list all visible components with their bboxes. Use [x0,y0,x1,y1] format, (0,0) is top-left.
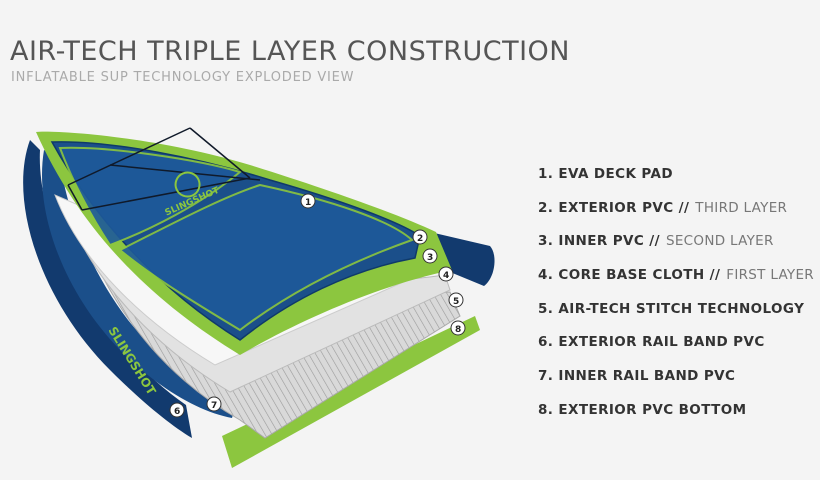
legend-label: 2. EXTERIOR PVC // [538,199,690,216]
legend-sublabel: THIRD LAYER [695,199,788,216]
callout-8: 8 [450,320,466,336]
svg-text:1: 1 [305,198,311,208]
callout-5: 5 [448,292,464,308]
callout-4: 4 [438,266,454,282]
svg-text:3: 3 [427,253,433,263]
board-tail-block [430,232,495,286]
callout-7: 7 [206,396,222,412]
legend-sublabel: FIRST LAYER [726,267,814,284]
page-subtitle: INFLATABLE SUP TECHNOLOGY EXPLODED VIEW [11,70,355,85]
legend-item-4: 4. CORE BASE CLOTH // FIRST LAYER [538,265,814,299]
legend-label: 5. AIR-TECH STITCH TECHNOLOGY [538,300,805,317]
svg-text:8: 8 [455,325,461,335]
legend-item-5: 5. AIR-TECH STITCH TECHNOLOGY [538,299,814,333]
callout-1: 1 [300,193,316,209]
legend-item-8: 8. EXTERIOR PVC BOTTOM [538,400,814,434]
legend-label: 6. EXTERIOR RAIL BAND PVC [538,334,765,351]
legend-sublabel: SECOND LAYER [665,233,774,250]
legend-item-3: 3. INNER PVC // SECOND LAYER [538,231,814,265]
layer-exterior-pvc-bottom [222,316,480,468]
legend-label: 8. EXTERIOR PVC BOTTOM [538,401,747,418]
legend-label: 7. INNER RAIL BAND PVC [538,368,736,385]
legend-item-2: 2. EXTERIOR PVC // THIRD LAYER [538,198,814,232]
svg-text:7: 7 [211,401,217,411]
callout-2: 2 [412,229,428,245]
legend-label: 1. EVA DECK PAD [538,166,673,182]
legend-label: 4. CORE BASE CLOTH // [538,267,721,284]
svg-text:4: 4 [443,271,449,281]
deck-pad-rear-panel [118,183,414,332]
legend-item-1: 1. EVA DECK PAD [538,164,814,198]
svg-text:2: 2 [417,234,423,244]
layer-legend: 1. EVA DECK PAD 2. EXTERIOR PVC // THIRD … [538,164,814,434]
legend-label: 3. INNER PVC // [538,233,660,250]
page-title: AIR-TECH TRIPLE LAYER CONSTRUCTION [10,36,570,67]
callout-3: 3 [422,248,438,264]
legend-item-7: 7. INNER RAIL BAND PVC [538,366,814,400]
callout-6: 6 [169,402,185,418]
svg-text:5: 5 [453,297,459,307]
legend-item-6: 6. EXTERIOR RAIL BAND PVC [538,332,814,366]
svg-text:6: 6 [174,407,180,417]
